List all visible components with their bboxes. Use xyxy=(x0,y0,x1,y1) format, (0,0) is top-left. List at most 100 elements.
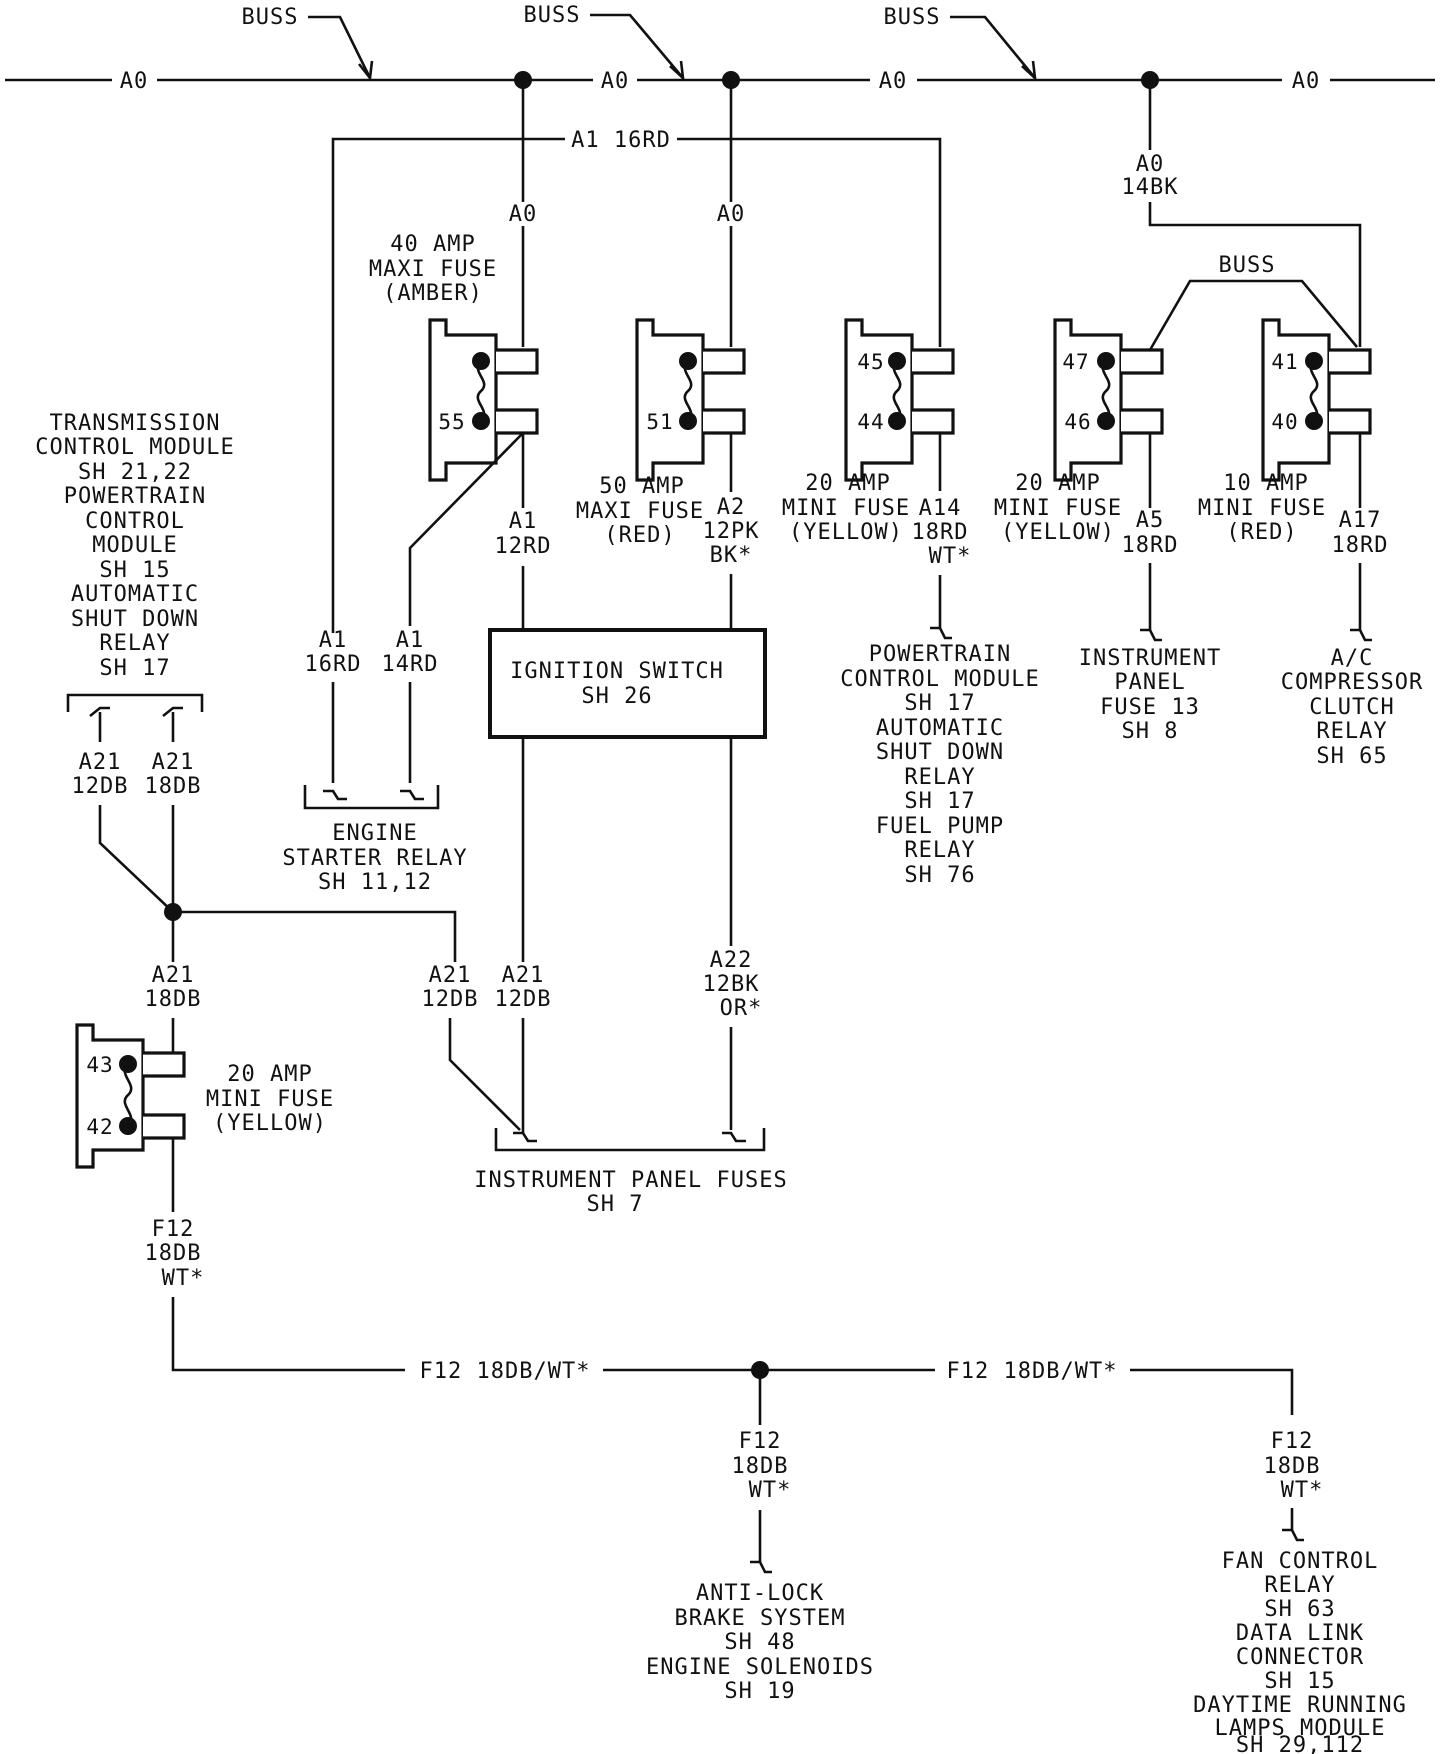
abs-label: SH 19 xyxy=(724,1679,795,1704)
wire-14rd-label: 14RD xyxy=(382,652,439,677)
tcm-block: TRANSMISSION CONTROL MODULE SH 21,22 POW… xyxy=(35,411,521,1212)
fuse-rating: 10 AMP xyxy=(1223,471,1308,496)
buss-pointers: BUSS BUSS BUSS xyxy=(242,3,1037,82)
fuse-feeds: A0 A0 A0 14BK BUSS xyxy=(509,80,1362,351)
instrument-panel-fuses: INSTRUMENT PANEL FUSES SH 7 xyxy=(474,1128,787,1217)
wire-a21-label: A21 xyxy=(502,963,545,988)
ac-relay-label: COMPRESSOR xyxy=(1281,670,1423,695)
wire-a17-label: A17 xyxy=(1339,508,1382,533)
ip-fuses-label: INSTRUMENT PANEL FUSES xyxy=(474,1168,787,1193)
wire-a21-label: A21 xyxy=(152,750,195,775)
fuse-rating: 40 AMP xyxy=(390,232,475,257)
wire-wt-label: WT* xyxy=(1281,1478,1324,1503)
fuse-20amp-mini-43: 43 42 20 AMP MINI FUSE (YELLOW) xyxy=(75,1023,333,1169)
tcm-label: SH 17 xyxy=(99,656,170,681)
starter-label: STARTER RELAY xyxy=(282,846,467,871)
fuse-pin-label: 43 xyxy=(86,1053,113,1077)
fuse-color: (AMBER) xyxy=(383,281,483,306)
main-buss: A0 A0 A0 A0 xyxy=(5,69,1435,94)
fuse-color: (YELLOW) xyxy=(1001,520,1115,545)
ac-relay-label: A/C xyxy=(1331,646,1374,671)
starter-label: ENGINE xyxy=(332,821,417,846)
fuse-color: (YELLOW) xyxy=(213,1111,327,1136)
fan-label: DATA LINK xyxy=(1236,1621,1364,1646)
wire-a1-label: A1 xyxy=(396,628,425,653)
pcm-label: CONTROL MODULE xyxy=(840,667,1039,692)
pcm-label: SH 76 xyxy=(904,863,975,888)
fuse-pin-label: 51 xyxy=(646,410,673,434)
a1-16rd-wire: A1 16RD xyxy=(331,128,942,633)
fan-label: SH 29,112 xyxy=(1236,1733,1364,1754)
fan-label: RELAY xyxy=(1264,1573,1335,1598)
fuse-type: MINI FUSE xyxy=(994,496,1122,521)
pcm-label: FUEL PUMP xyxy=(876,814,1004,839)
fuse-type: MAXI FUSE xyxy=(369,257,497,282)
wire-18rd-label: 18RD xyxy=(1332,533,1389,558)
fuse-type: MINI FUSE xyxy=(782,496,910,521)
fuse-color: (RED) xyxy=(1226,520,1297,545)
wire-a0-label: A0 xyxy=(509,202,538,227)
fuse-pin-label: 47 xyxy=(1062,350,1089,374)
ac-relay-block: A/C COMPRESSOR CLUTCH RELAY SH 65 xyxy=(1281,646,1423,769)
fuse-rating: 20 AMP xyxy=(227,1062,312,1087)
wire-a2-label: A2 xyxy=(717,495,746,520)
wire-bk-label: BK* xyxy=(710,543,753,568)
wire-a14-label: A14 xyxy=(919,496,962,521)
wire-wt-label: WT* xyxy=(749,1478,792,1503)
wire-a21-label: A21 xyxy=(429,963,472,988)
wire-18db-label: 18DB xyxy=(732,1454,789,1479)
tcm-label: MODULE xyxy=(92,533,177,558)
wire-wt-label: WT* xyxy=(929,544,972,569)
ac-relay-label: SH 65 xyxy=(1316,744,1387,769)
ignition-switch-sheet: SH 26 xyxy=(581,684,652,709)
wire-a0-label: A0 xyxy=(717,202,746,227)
fuse-20amp-mini-45: 45 44 20 AMP MINI FUSE (YELLOW) xyxy=(782,318,955,545)
wire-12db-label: 12DB xyxy=(422,987,479,1012)
wire-a5-label: A5 xyxy=(1136,508,1165,533)
fuse-pin-label: 40 xyxy=(1271,410,1298,434)
ac-relay-label: RELAY xyxy=(1316,719,1387,744)
tcm-label: POWERTRAIN xyxy=(64,484,206,509)
ip-fuse13-label: PANEL xyxy=(1114,670,1185,695)
abs-block: ANTI-LOCK BRAKE SYSTEM SH 48 ENGINE SOLE… xyxy=(646,1581,873,1704)
wire-18rd-label: 18RD xyxy=(912,520,969,545)
fuse-outputs: A1 12RD A1 14RD A1 16RD A2 12PK BK* A14 … xyxy=(305,432,1389,783)
wire-a1-label: A1 xyxy=(509,509,538,534)
fan-label: FAN CONTROL xyxy=(1222,1549,1379,1574)
pcm-label: SH 17 xyxy=(904,789,975,814)
fuse-40amp-maxi: 55 40 AMP MAXI FUSE (AMBER) xyxy=(369,232,539,482)
wire-12bk-label: 12BK xyxy=(703,972,760,997)
pcm-label: RELAY xyxy=(904,765,975,790)
wire-a0-label: A0 xyxy=(601,69,630,94)
wire-18db-label: 18DB xyxy=(1264,1454,1321,1479)
wire-a21-label: A21 xyxy=(152,963,195,988)
tcm-label: TRANSMISSION xyxy=(50,411,221,436)
fuse-pin-label: 46 xyxy=(1064,410,1091,434)
wire-18db-label: 18DB xyxy=(145,1241,202,1266)
fan-label: SH 63 xyxy=(1264,1597,1335,1622)
ac-relay-label: CLUTCH xyxy=(1309,695,1394,720)
wire-12db-label: 12DB xyxy=(495,987,552,1012)
engine-starter-relay: ENGINE STARTER RELAY SH 11,12 xyxy=(282,785,467,895)
fan-control-block: FAN CONTROL RELAY SH 63 DATA LINK CONNEC… xyxy=(1193,1549,1406,1754)
fuse-20amp-mini-47: 47 46 20 AMP MINI FUSE (YELLOW) xyxy=(994,318,1164,545)
tcm-label: CONTROL xyxy=(85,509,185,534)
ignition-switch-label: IGNITION SWITCH xyxy=(510,659,724,684)
tcm-label: RELAY xyxy=(99,631,170,656)
wire-f12-label: F12 xyxy=(152,1217,195,1242)
wire-f12-label: F12 xyxy=(1271,1429,1314,1454)
abs-label: ANTI-LOCK xyxy=(696,1581,824,1606)
wire-a0-label: A0 xyxy=(1292,69,1321,94)
buss-label: BUSS xyxy=(524,3,581,28)
wire-a0-label: A0 xyxy=(120,69,149,94)
fuse-type: MAXI FUSE xyxy=(576,499,704,524)
f12-circuit: F12 18DB WT* F12 18DB/WT* F12 18DB/WT* F… xyxy=(145,1217,1324,1574)
pcm-label: RELAY xyxy=(904,838,975,863)
tcm-label: SHUT DOWN xyxy=(71,607,199,632)
fuse-rating: 20 AMP xyxy=(1015,471,1100,496)
tcm-label: SH 21,22 xyxy=(78,460,192,485)
buss-label: BUSS xyxy=(242,5,299,30)
wire-12rd-label: 12RD xyxy=(495,534,552,559)
pcm-label: POWERTRAIN xyxy=(869,642,1011,667)
fuse-color: (YELLOW) xyxy=(789,520,903,545)
